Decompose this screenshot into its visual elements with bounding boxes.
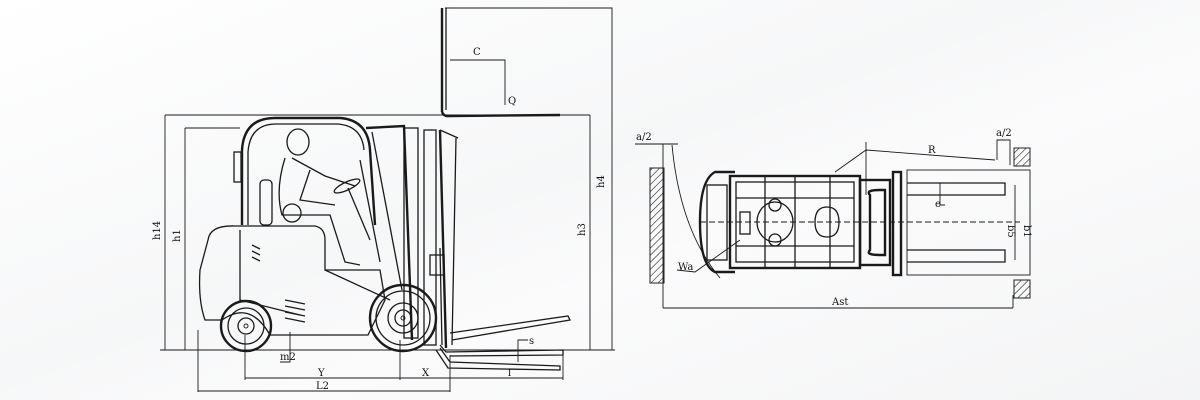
raised-fork-load xyxy=(440,8,561,118)
label-l: l xyxy=(508,368,511,379)
label-r: R xyxy=(928,145,936,156)
label-b1: b1 xyxy=(1021,225,1032,238)
label-h3: h3 xyxy=(577,223,588,236)
label-b5: b5 xyxy=(1005,225,1016,238)
forks xyxy=(435,315,571,371)
mast xyxy=(365,124,459,349)
forks-top xyxy=(907,182,1006,263)
label-a2-left: a/2 xyxy=(636,132,652,143)
label-a2-right: a/2 xyxy=(996,128,1012,139)
walls xyxy=(649,147,1031,299)
label-ast: Ast xyxy=(831,297,848,308)
overhead-guard xyxy=(233,116,377,226)
label-h4: h4 xyxy=(596,175,607,188)
label-l2: L2 xyxy=(316,381,329,392)
label-y: Y xyxy=(317,368,325,379)
label-h1: h1 xyxy=(172,229,183,242)
label-e: e xyxy=(935,199,941,210)
label-c: C xyxy=(473,47,481,58)
label-s: s xyxy=(529,336,534,347)
label-q: Q xyxy=(508,96,516,107)
rear-wheel xyxy=(219,299,273,353)
label-m2: m2 xyxy=(280,352,296,363)
label-x: X xyxy=(422,368,430,379)
label-wa: Wa xyxy=(678,262,693,273)
label-h14: h14 xyxy=(152,221,163,240)
front-wheel xyxy=(368,283,438,353)
operator-figure xyxy=(259,128,371,266)
side-view: C Q h4 h14 h1 h3 m2 Y X L2 l s xyxy=(152,7,615,392)
top-dimension-lines xyxy=(635,139,1031,309)
side-dimension-lines xyxy=(160,7,615,392)
top-view: a/2 a/2 R e b5 b1 Wa Ast xyxy=(635,128,1032,309)
truck-top-body xyxy=(698,170,903,277)
